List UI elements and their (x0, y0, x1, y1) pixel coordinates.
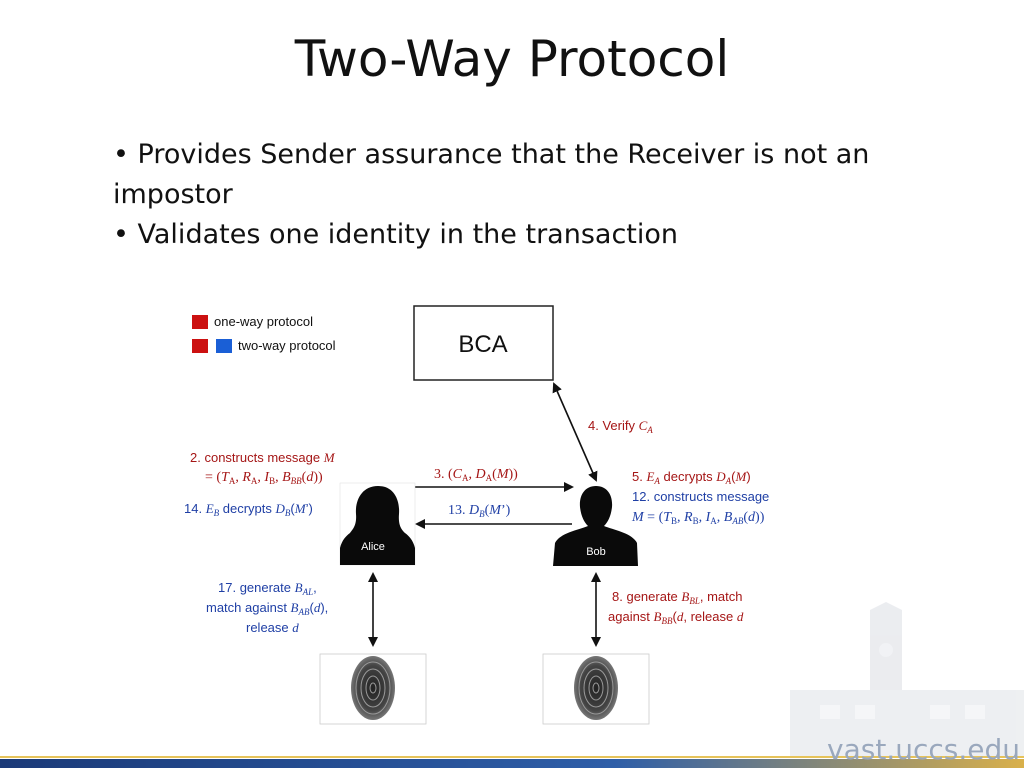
step-17-line3: release d (246, 620, 299, 635)
footer-bar (0, 759, 1024, 768)
bullet-text: Validates one identity in the transactio… (137, 219, 679, 250)
step-8-line2: against BBB(d, release d (608, 609, 744, 626)
legend-swatch-blue (216, 339, 232, 353)
footer-accent-line (0, 756, 1024, 758)
step-17-line1: 17. generate BAL, (218, 580, 317, 597)
bullet-text: Provides Sender assurance that the Recei… (113, 139, 870, 210)
bullet-item: • Provides Sender assurance that the Rec… (113, 139, 870, 210)
step-4-label: 4. Verify CA (588, 418, 653, 435)
alice-avatar: Alice (339, 482, 416, 566)
alice-label: Alice (361, 541, 385, 553)
bob-label: Bob (586, 546, 606, 558)
bullet-item: • Validates one identity in the transact… (113, 219, 679, 250)
step-14-label: 14. EB decrypts DB(M’) (184, 501, 313, 518)
bob-fingerprint (542, 653, 650, 725)
legend-two-way: two-way protocol (238, 338, 336, 353)
legend-swatch-red-2 (192, 339, 208, 353)
verify-arrow (552, 382, 598, 482)
step-5-label: 5. EA decrypts DA(M) (632, 469, 751, 486)
legend-one-way: one-way protocol (214, 314, 313, 329)
footer-site-link[interactable]: vast.uccs.edu (827, 733, 1020, 766)
step-2-line2: = (TA, RA, IB, BBB(d)) (205, 470, 323, 486)
step-2-line1: 2. constructs message M (190, 450, 336, 465)
step-17-line2: match against BAB(d), (206, 600, 328, 617)
step-12-line2: M = (TB, RB, IA, BAB(d)) (631, 510, 765, 526)
bullet-list: • Provides Sender assurance that the Rec… (113, 135, 903, 255)
campus-building-watermark (790, 602, 1024, 756)
alice-fingerprint (319, 653, 427, 725)
bca-box (413, 305, 554, 381)
slide-title: Two-Way Protocol (294, 30, 730, 88)
legend-swatch-red (192, 315, 208, 329)
bca-label: BCA (458, 331, 507, 358)
step-8-line1: 8. generate BBL, match (612, 589, 743, 606)
step-12-line1: 12. constructs message (632, 489, 769, 504)
step-13-label: 13. DB(M’) (448, 503, 511, 519)
bob-avatar: Bob (553, 486, 638, 566)
step-3-label: 3. (CA, DA(M)) (434, 467, 518, 483)
